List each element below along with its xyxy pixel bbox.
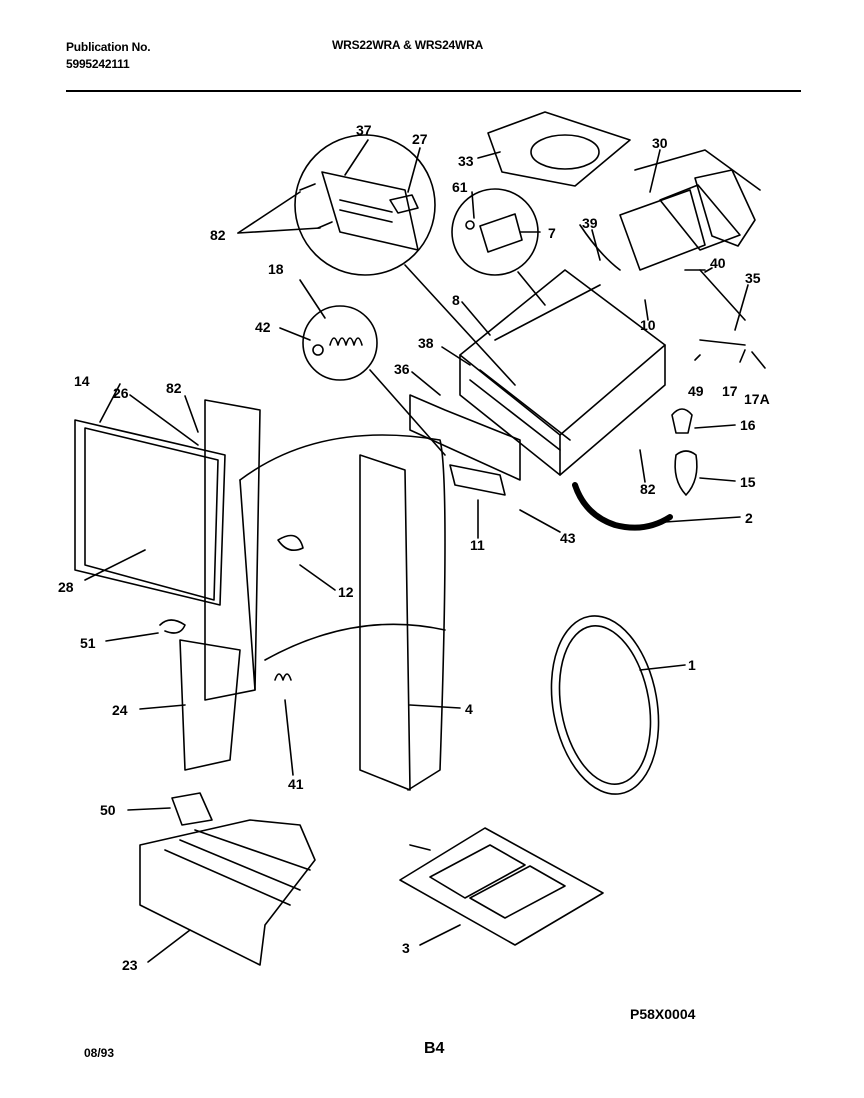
inset-circle-shield xyxy=(294,134,436,276)
footer-date: 08/93 xyxy=(84,1046,115,1060)
callout-37: 37 xyxy=(356,122,372,138)
publication-number: 5995242111 xyxy=(66,57,130,71)
hook-51 xyxy=(159,619,186,634)
callout-12: 12 xyxy=(338,584,354,600)
callout-41: 41 xyxy=(288,776,304,792)
bracket-36 xyxy=(409,394,521,481)
light-bulb xyxy=(674,450,698,496)
callout-61: 61 xyxy=(452,179,468,195)
actuator-part xyxy=(389,194,419,214)
switch-block xyxy=(479,213,523,253)
inset-circle-spring xyxy=(302,305,378,381)
dispenser-housing xyxy=(459,269,666,436)
chute-right xyxy=(359,454,411,791)
callout-82-shield: 82 xyxy=(210,227,226,243)
callout-18: 18 xyxy=(268,261,284,277)
door-flap xyxy=(694,169,756,247)
tray-23 xyxy=(139,819,316,966)
callout-35: 35 xyxy=(745,270,761,286)
door-panel xyxy=(659,184,741,251)
callout-36: 36 xyxy=(394,361,410,377)
callout-2: 2 xyxy=(745,510,753,526)
chute-24 xyxy=(179,639,241,771)
callout-30: 30 xyxy=(652,135,668,151)
diagram-code: P58X0004 xyxy=(630,1006,696,1022)
callout-11: 11 xyxy=(470,537,485,553)
part-50 xyxy=(171,792,213,826)
wire-harness xyxy=(572,482,673,531)
callout-33: 33 xyxy=(458,153,474,169)
callout-15: 15 xyxy=(740,474,756,490)
callout-23: 23 xyxy=(122,957,138,973)
header-rule xyxy=(66,90,801,92)
bracket-11 xyxy=(449,464,506,496)
callout-27: 27 xyxy=(412,131,428,147)
callout-4: 4 xyxy=(465,701,473,717)
callout-39: 39 xyxy=(582,215,598,231)
light-socket xyxy=(671,408,693,434)
publication-label: Publication No. xyxy=(66,40,151,54)
callout-3: 3 xyxy=(402,940,410,956)
callout-51: 51 xyxy=(80,635,96,651)
callout-17: 17 xyxy=(722,383,738,399)
plate-33 xyxy=(487,111,631,187)
screw-82b xyxy=(317,221,333,229)
spring xyxy=(329,337,363,346)
callout-82-panel: 82 xyxy=(166,380,182,396)
callout-16: 16 xyxy=(740,417,756,433)
clip-12 xyxy=(277,534,304,551)
callout-40: 40 xyxy=(710,255,726,271)
gasket-ring xyxy=(550,615,660,795)
callout-42: 42 xyxy=(255,319,271,335)
callout-24: 24 xyxy=(112,702,128,718)
spring-41 xyxy=(274,673,292,681)
callout-1: 1 xyxy=(688,657,696,673)
callout-14: 14 xyxy=(74,373,90,389)
callout-28: 28 xyxy=(58,579,74,595)
shield-plate xyxy=(321,171,419,251)
callout-49: 49 xyxy=(688,383,704,399)
callout-8: 8 xyxy=(452,292,460,308)
container-4 xyxy=(239,434,446,791)
model-numbers: WRS22WRA & WRS24WRA xyxy=(332,38,484,52)
callout-82-housing: 82 xyxy=(640,481,656,497)
cover-panel xyxy=(74,419,226,606)
page-number: B4 xyxy=(424,1040,445,1057)
callout-43: 43 xyxy=(560,530,576,546)
callout-26: 26 xyxy=(113,385,129,401)
callout-50: 50 xyxy=(100,802,116,818)
callout-7: 7 xyxy=(548,225,556,241)
heater-pad xyxy=(399,827,604,946)
callout-17A: 17A xyxy=(744,391,770,407)
callout-10: 10 xyxy=(640,317,656,333)
screw-82a xyxy=(299,183,316,191)
callout-38: 38 xyxy=(418,335,434,351)
door-frame xyxy=(619,189,706,271)
